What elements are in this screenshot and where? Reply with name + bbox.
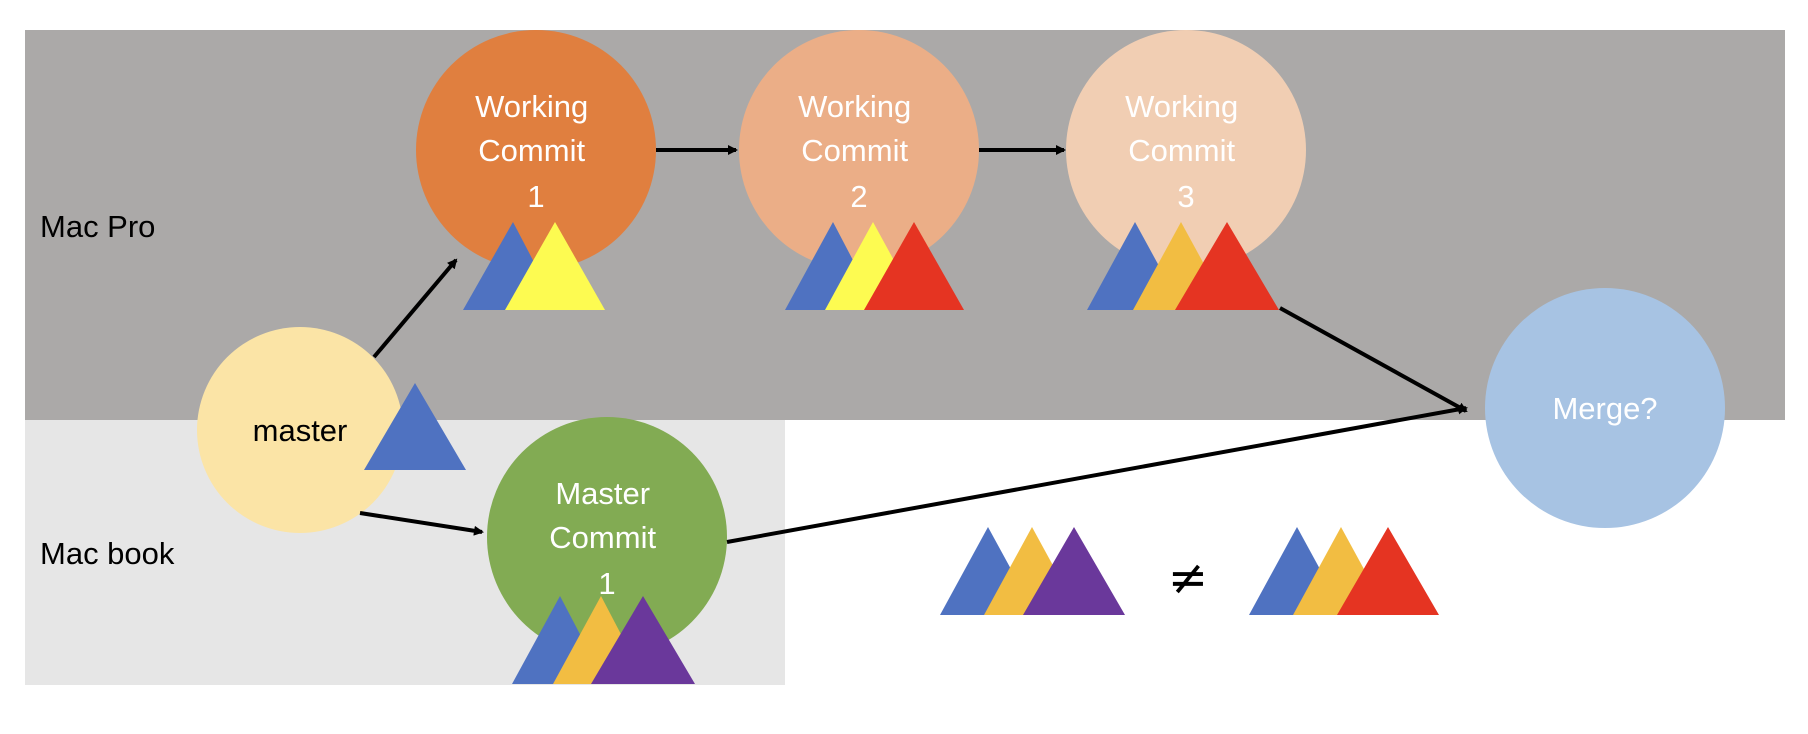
lane-label-mac-pro: Mac Pro [40, 209, 155, 244]
working-commit-2-label: Working Commit 2 [798, 89, 920, 214]
working-commit-2-triangles [785, 222, 964, 310]
arrows [359, 145, 1468, 544]
not-equal-symbol: ≠ [1168, 550, 1208, 606]
arrow-master-commit-1-to-merge [726, 404, 1468, 544]
master-commit-1-label: Master Commit 1 [549, 476, 664, 601]
triangle-yellow [505, 222, 605, 310]
working-commit-3-triangles [1087, 222, 1279, 310]
triangle-blue [364, 383, 466, 470]
master-triangles [364, 383, 466, 470]
master-commit-1-triangles [512, 596, 695, 684]
master-label: master [253, 413, 348, 448]
triangle-red [864, 222, 964, 310]
working-commit-1-node [416, 30, 656, 270]
lane-label-mac-book: Mac book [40, 536, 175, 571]
triangle-purple [591, 596, 695, 684]
master-node [197, 327, 403, 533]
arrow-working-3-to-merge [1279, 306, 1468, 413]
working-commit-1-label: Working Commit 1 [475, 89, 597, 214]
master-commit-1-node [487, 417, 727, 657]
comparison-right-triangles [1249, 527, 1439, 615]
triangle-purple [1023, 527, 1125, 615]
arrow-master-to-master-commit-1 [359, 511, 484, 536]
triangle-red [1175, 222, 1279, 310]
working-commit-3-label: Working Commit 3 [1125, 89, 1247, 214]
arrow-master-to-working-1 [372, 258, 458, 359]
working-commit-3-node [1066, 30, 1306, 270]
merge-label: Merge? [1552, 391, 1657, 426]
working-commit-2-node [739, 30, 979, 270]
triangle-red [1337, 527, 1439, 615]
working-commit-1-triangles [463, 222, 605, 310]
comparison-left-triangles [940, 527, 1125, 615]
merge-node [1485, 288, 1725, 528]
